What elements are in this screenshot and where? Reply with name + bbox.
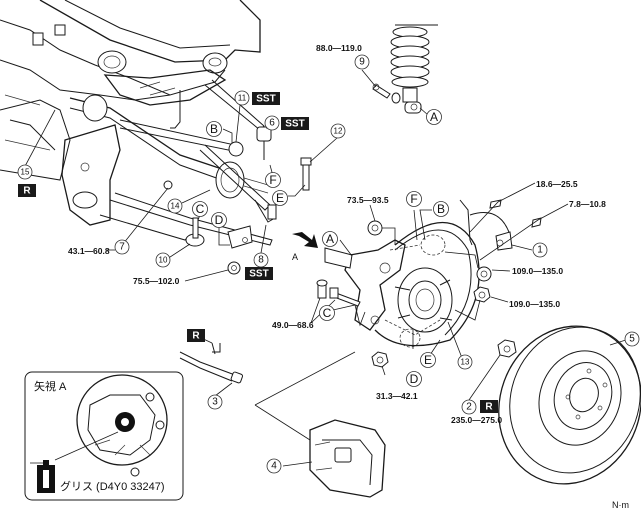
torque-caliper-bolt: 49.0—68.6 <box>272 320 314 330</box>
letter-d-left: D <box>211 212 227 228</box>
letter-a-knuckle: A <box>322 231 338 247</box>
knuckle-hub-assembly <box>316 199 542 368</box>
unit-label: N·m <box>612 500 629 510</box>
svg-text:R: R <box>485 402 493 413</box>
replace-badge-15: R <box>18 184 36 197</box>
svg-text:2: 2 <box>466 402 472 413</box>
letter-f-left: F <box>265 172 281 188</box>
torque-7: 43.1—60.8 <box>68 246 110 256</box>
svg-text:C: C <box>196 202 205 216</box>
letter-e-left: E <box>272 190 288 206</box>
svg-text:13: 13 <box>461 358 470 367</box>
svg-text:SST: SST <box>256 94 275 105</box>
svg-text:15: 15 <box>21 168 30 177</box>
callout-8: 8 <box>253 252 269 268</box>
callout-10: 10 <box>155 252 171 268</box>
callout-5: 5 <box>624 331 640 347</box>
sst-badge-6: SST <box>281 117 309 130</box>
callout-7: 7 <box>114 239 130 255</box>
svg-text:11: 11 <box>238 94 247 103</box>
svg-text:D: D <box>410 372 419 386</box>
svg-text:5: 5 <box>629 334 635 345</box>
torque-lower-nut: 31.3—42.1 <box>376 391 418 401</box>
torque-sensor: 7.8—10.8 <box>569 199 606 209</box>
svg-text:14: 14 <box>171 202 180 211</box>
letter-e-right: E <box>420 352 436 368</box>
letter-c-right: C <box>319 305 335 321</box>
svg-text:12: 12 <box>334 127 343 136</box>
letter-b-left: B <box>206 121 222 137</box>
callout-14: 14 <box>167 198 183 214</box>
svg-text:D: D <box>215 213 224 227</box>
svg-text:7: 7 <box>119 242 125 253</box>
svg-text:B: B <box>210 122 218 136</box>
callout-2: 2 <box>461 399 477 415</box>
callout-12: 12 <box>330 123 346 139</box>
svg-text:R: R <box>23 186 31 197</box>
torque-nut-1: 109.0—135.0 <box>512 266 563 276</box>
svg-text:9: 9 <box>359 57 365 68</box>
svg-text:1: 1 <box>537 245 543 256</box>
view-arrow-a: A <box>292 232 318 262</box>
sst-badge-11: SST <box>252 92 280 105</box>
brake-caliper <box>254 351 386 498</box>
torque-nut-2: 109.0—135.0 <box>509 299 560 309</box>
sst-badge-8: SST <box>245 267 273 280</box>
parking-brake-cable <box>179 335 244 384</box>
callout-15: 15 <box>17 164 33 180</box>
letter-f-right: F <box>406 191 422 207</box>
bolt-12 <box>300 157 312 191</box>
shock-absorber-spring <box>372 24 438 114</box>
letter-d-right: D <box>406 371 422 387</box>
svg-text:SST: SST <box>249 269 268 280</box>
badges: SST SST SST R R R <box>18 92 498 413</box>
svg-text:F: F <box>410 192 417 206</box>
torque-labels: 88.0—119.0 43.1—60.8 75.5—102.0 73.5—93.… <box>68 43 606 425</box>
callout-6: 6 <box>264 115 280 131</box>
callout-9: 9 <box>354 54 370 70</box>
replace-badge-clip: R <box>187 329 205 342</box>
torque-sensor-bracket: 18.6—25.5 <box>536 179 578 189</box>
numbered-callouts: 1 2 3 4 5 6 7 8 9 10 11 12 13 14 15 <box>17 54 640 474</box>
svg-text:B: B <box>437 202 445 216</box>
letter-c-left: C <box>192 201 208 217</box>
svg-text:4: 4 <box>271 461 277 472</box>
torque-hub-nut: 235.0—275.0 <box>451 415 502 425</box>
grease-can-icon <box>37 460 55 493</box>
torque-8: 75.5—102.0 <box>133 276 180 286</box>
callout-3: 3 <box>207 394 223 410</box>
callout-1: 1 <box>532 242 548 258</box>
brake-disc <box>498 325 641 485</box>
letter-b-right: B <box>433 201 449 217</box>
svg-text:3: 3 <box>212 397 218 408</box>
replace-badge-2: R <box>480 400 498 413</box>
svg-text:A: A <box>430 110 438 124</box>
letter-callouts: A B F E C D A F B C E D <box>192 109 449 387</box>
torque-knuckle-top: 73.5—93.5 <box>347 195 389 205</box>
callout-13: 13 <box>457 354 473 370</box>
svg-text:E: E <box>276 191 284 205</box>
svg-text:SST: SST <box>285 119 304 130</box>
inset-title: 矢視 A <box>34 379 67 393</box>
svg-text:R: R <box>192 331 200 342</box>
svg-text:6: 6 <box>269 118 275 129</box>
svg-text:F: F <box>269 173 276 187</box>
subframe-assembly <box>0 0 277 275</box>
svg-text:E: E <box>424 353 432 367</box>
svg-text:C: C <box>323 306 332 320</box>
svg-text:A: A <box>326 232 334 246</box>
svg-text:10: 10 <box>159 256 168 265</box>
grease-label: グリス (D4Y0 33247) <box>60 479 165 493</box>
letter-a-shock: A <box>426 109 442 125</box>
callout-11: 11 <box>234 90 250 106</box>
svg-text:8: 8 <box>258 255 264 266</box>
torque-9: 88.0—119.0 <box>316 43 362 53</box>
callout-4: 4 <box>266 458 282 474</box>
inset-view-a: 矢視 A グリス (D4Y0 33247) <box>24 371 184 501</box>
view-arrow-label: A <box>292 252 298 262</box>
